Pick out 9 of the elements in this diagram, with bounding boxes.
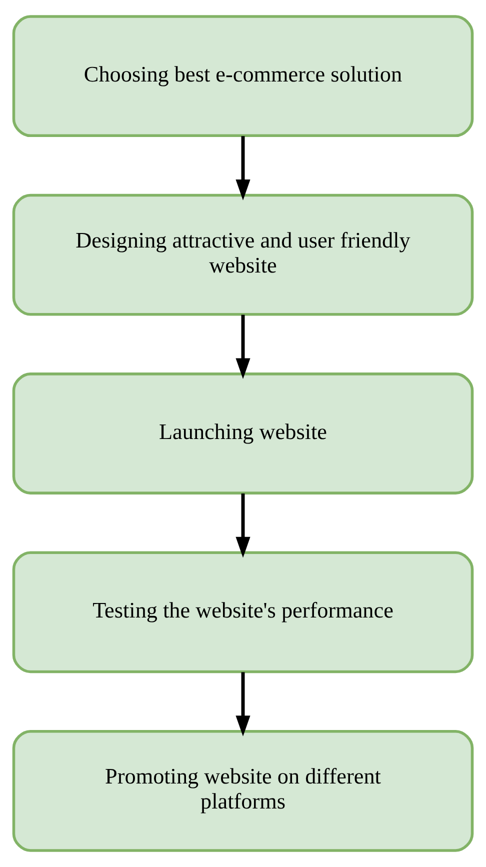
node-box: Promoting website on different platforms (12, 730, 474, 852)
node-box: Testing the website's performance (12, 551, 474, 674)
node-box: Designing attractive and user friendly website (12, 194, 474, 316)
node-box: Launching website (12, 372, 474, 494)
arrow (236, 136, 250, 200)
arrow (236, 672, 250, 736)
node-box: Choosing best e-commerce solution (12, 15, 474, 138)
arrow (236, 314, 250, 380)
arrow (236, 493, 250, 558)
